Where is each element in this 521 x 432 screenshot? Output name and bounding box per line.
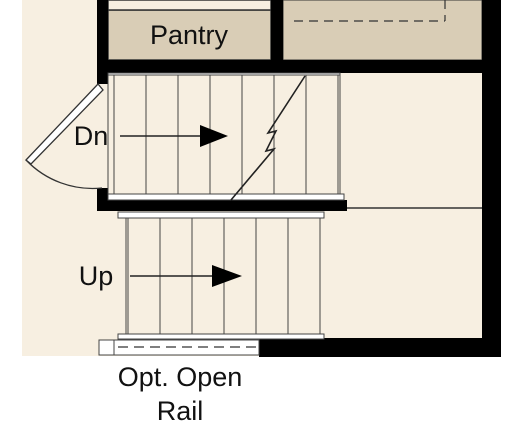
- caption-line-1: Opt. Open: [118, 362, 243, 392]
- adjacent-room: [282, 0, 483, 61]
- stair-break-line: [230, 75, 306, 201]
- wall-bottom: [259, 338, 501, 357]
- caption-line-2: Rail: [157, 396, 204, 426]
- wall-pantry-right: [271, 0, 283, 61]
- up-arrow-icon: [212, 265, 242, 287]
- wall-horizontal-top: [97, 60, 501, 73]
- wall-left-upper: [97, 0, 108, 84]
- stair-up-label: Up: [79, 261, 114, 291]
- wall-landing: [97, 200, 347, 211]
- wall-left-lower: [97, 188, 108, 211]
- pantry-label: Pantry: [150, 20, 229, 50]
- down-arrow-icon: [200, 125, 228, 147]
- door-swing: [25, 83, 104, 190]
- open-rail: [98, 339, 260, 356]
- wall-right: [482, 0, 501, 357]
- pantry-shelf: [107, 0, 272, 11]
- stair-down-label: Dn: [74, 121, 109, 151]
